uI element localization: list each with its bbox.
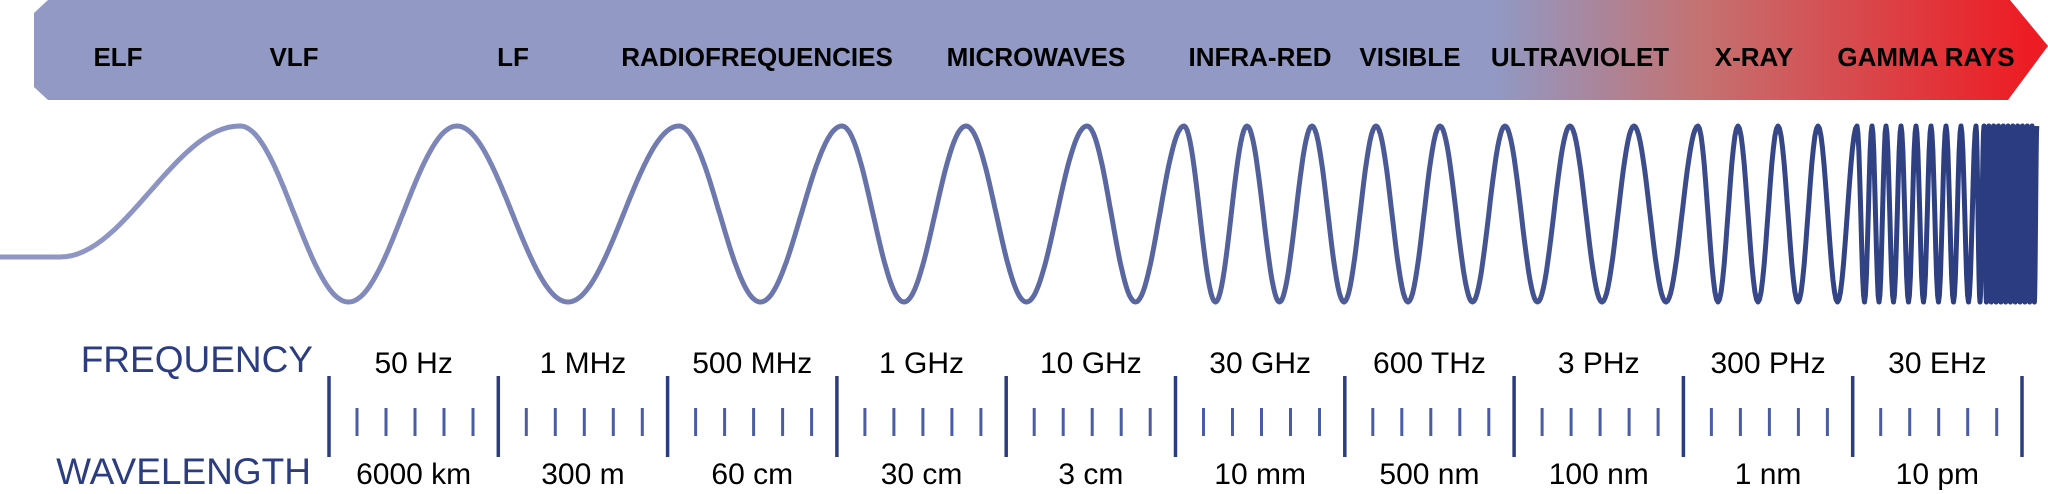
- frequency-value: 50 Hz: [374, 347, 452, 380]
- band-label: GAMMA RAYS: [1837, 42, 2014, 72]
- wavelength-value: 3 cm: [1058, 458, 1123, 491]
- band-labels: ELF VLF LF RADIOFREQUENCIES MICROWAVES INFRA-…: [93, 42, 2014, 72]
- frequency-value: 600 THz: [1373, 347, 1486, 380]
- band-label: VLF: [269, 42, 318, 72]
- frequency-value: 10 GHz: [1040, 347, 1142, 380]
- band-label: MICROWAVES: [947, 42, 1126, 72]
- band-label: ULTRAVIOLET: [1491, 42, 1669, 72]
- wavelength-value: 100 nm: [1549, 458, 1649, 491]
- frequency-wavelength-scale: 50 Hz 6000 km 1 MHz 300 m 500 MHz 60 cm 1 GHz 3…: [327, 347, 2024, 491]
- band-label: ELF: [93, 42, 142, 72]
- frequency-value: 1 MHz: [540, 347, 627, 380]
- wavelength-value: 1 nm: [1735, 458, 1802, 491]
- frequency-value: 30 EHz: [1888, 347, 1986, 380]
- band-label: RADIOFREQUENCIES: [621, 42, 893, 72]
- wavelength-value: 30 cm: [881, 458, 963, 491]
- frequency-value: 300 PHz: [1711, 347, 1826, 380]
- wavelength-value: 6000 km: [356, 458, 471, 491]
- spectrum-banner: [34, 0, 2048, 100]
- wavelength-value: 300 m: [541, 458, 624, 491]
- band-label: LF: [497, 42, 529, 72]
- band-label: INFRA-RED: [1189, 42, 1332, 72]
- wavelength-axis-title: WAVELENGTH: [56, 451, 311, 492]
- frequency-value: 1 GHz: [879, 347, 964, 380]
- wavelength-value: 60 cm: [711, 458, 793, 491]
- band-label: X-RAY: [1715, 42, 1794, 72]
- wave-curve: [0, 123, 2040, 305]
- frequency-value: 3 PHz: [1558, 347, 1640, 380]
- band-label: VISIBLE: [1359, 42, 1460, 72]
- wavelength-value: 500 nm: [1379, 458, 1479, 491]
- wavelength-value: 10 mm: [1214, 458, 1306, 491]
- frequency-value: 30 GHz: [1209, 347, 1311, 380]
- frequency-value: 500 MHz: [692, 347, 812, 380]
- frequency-axis-title: FREQUENCY: [81, 339, 313, 380]
- wavelength-value: 10 pm: [1896, 458, 1979, 491]
